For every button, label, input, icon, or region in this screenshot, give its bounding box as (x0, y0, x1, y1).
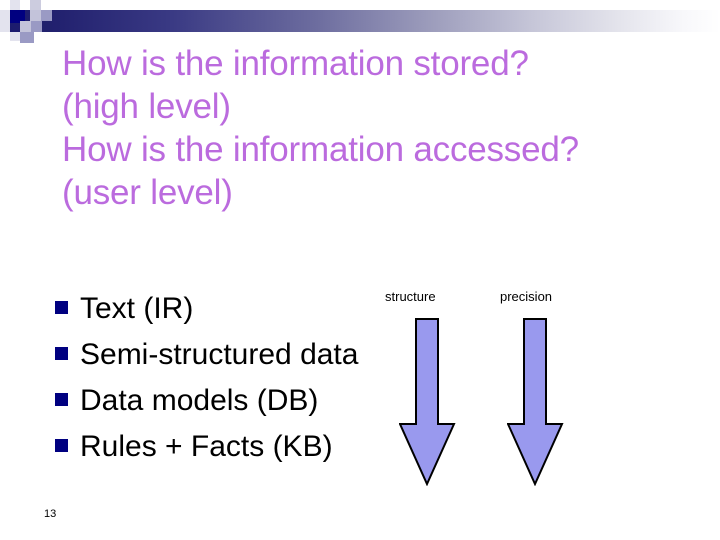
diagram-label-precision: precision (500, 289, 553, 304)
title-line-1: How is the information stored? (62, 44, 529, 83)
list-item: Text (IR) (55, 292, 405, 338)
down-arrow-icon-structure (399, 318, 465, 486)
diagram-label-structure: structure (385, 289, 436, 304)
header-deco-square (0, 10, 10, 21)
square-bullet-icon (55, 439, 68, 452)
list-item: Semi-structured data (55, 338, 405, 384)
slide-title: How is the information stored? (high lev… (62, 42, 682, 214)
header-gradient-band (0, 10, 720, 32)
square-bullet-icon (55, 301, 68, 314)
title-line-2: (high level) (62, 87, 231, 126)
header-deco-square (30, 10, 41, 21)
header-deco-square (10, 0, 20, 10)
bullet-list: Text (IR) Semi-structured data Data mode… (55, 292, 405, 476)
list-item-label: Text (IR) (80, 292, 194, 325)
list-item: Data models (DB) (55, 384, 405, 430)
list-item-label: Semi-structured data (80, 338, 359, 371)
header-deco-square (41, 10, 52, 21)
list-item-label: Rules + Facts (KB) (80, 430, 333, 463)
title-line-4: (user level) (62, 173, 233, 212)
down-arrow-icon-precision (507, 318, 573, 486)
header-deco-square (0, 21, 10, 32)
list-item-label: Data models (DB) (80, 384, 319, 417)
header-deco-square (30, 0, 41, 10)
header-deco-square (20, 32, 34, 43)
header-deco-square (31, 21, 42, 32)
square-bullet-icon (55, 347, 68, 360)
square-bullet-icon (55, 393, 68, 406)
header-deco-square (20, 21, 31, 32)
list-item: Rules + Facts (KB) (55, 430, 405, 476)
header-deco-square-navy (10, 10, 25, 23)
page-number: 13 (44, 508, 57, 520)
header-deco-square (10, 32, 20, 41)
title-line-3: How is the information accessed? (62, 130, 579, 169)
header-deco-square (42, 21, 52, 32)
